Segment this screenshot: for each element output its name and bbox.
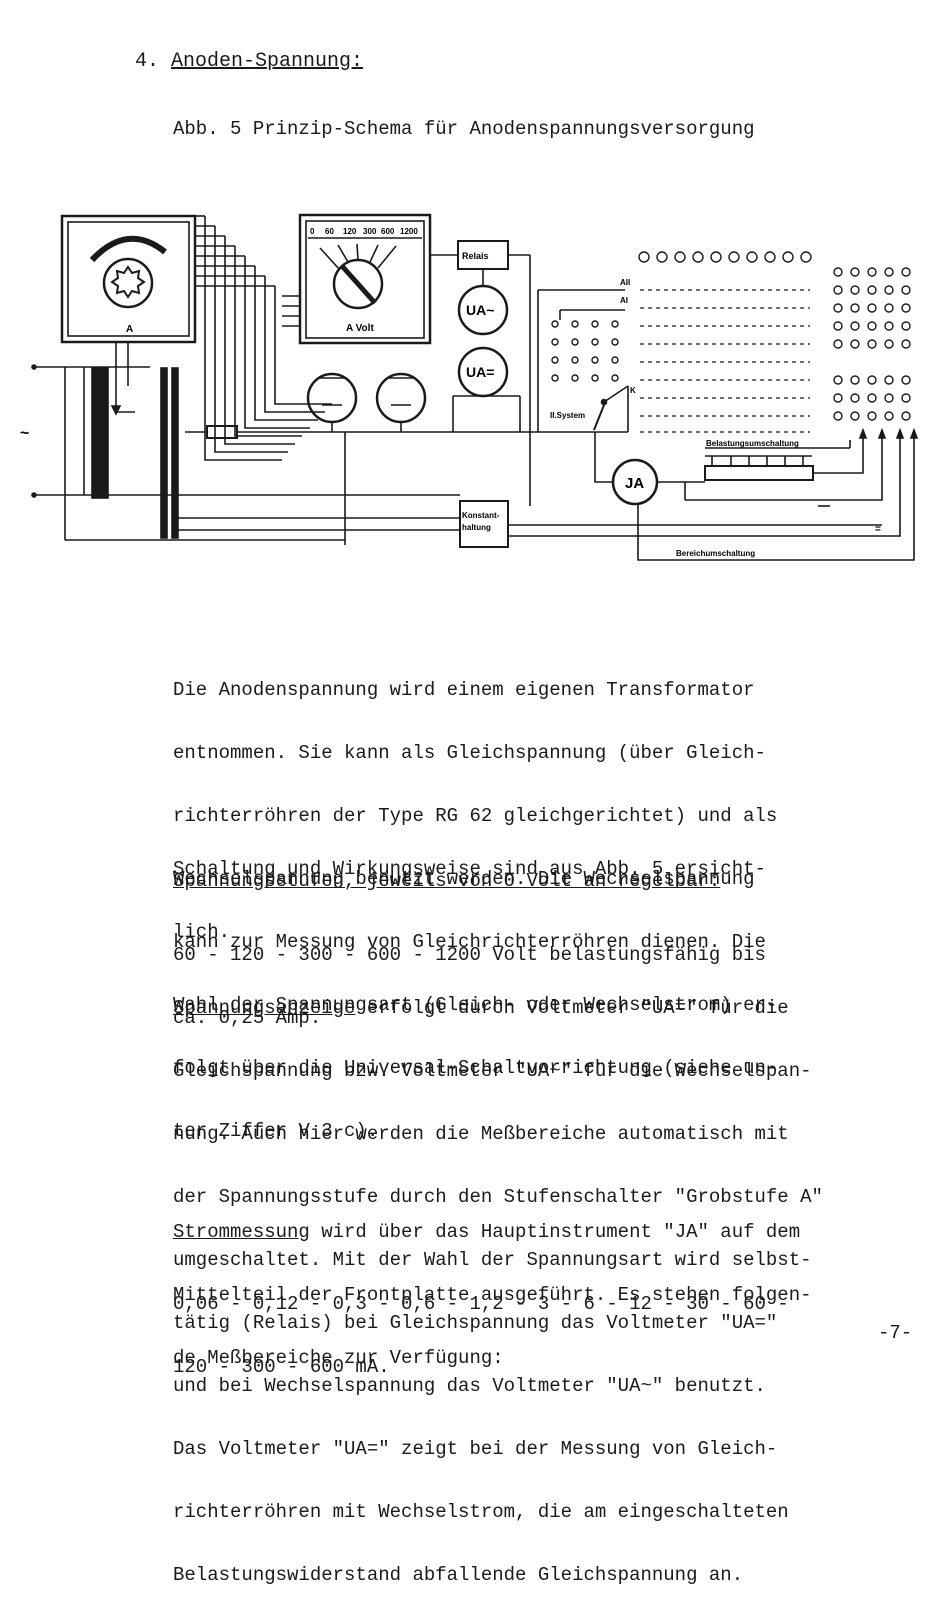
dc-symbol: = [875, 524, 881, 535]
voltage-steps-heading: Spannungsstufen, jeweils von 0 Volt an r… [173, 870, 721, 892]
text-line: Mittelteil der Frontplatte ausgeführt. E… [173, 1284, 812, 1306]
text-line: 60 - 120 - 300 - 600 - 1200 Volt belastu… [173, 944, 766, 966]
text-span: wird über das Hauptinstrument "JA" auf d… [309, 1221, 801, 1243]
text-line: tätig (Relais) bei Gleichspannung das Vo… [173, 1312, 778, 1334]
tap-k-label: K [630, 386, 636, 395]
coarse-knob-label: A [126, 324, 133, 335]
text-line: nung. Auch hier werden die Meßbereiche a… [173, 1123, 789, 1145]
paragraph-voltage-steps: 60 - 120 - 300 - 600 - 1200 Volt belastu… [173, 903, 918, 1050]
scale-label-120: 120 [343, 227, 357, 236]
ac-symbol: ~ [20, 425, 29, 442]
range-switch-label: Bereichumschaltung [676, 549, 755, 558]
current-measure-lead: Strommessung [173, 1221, 310, 1243]
text-line: richterröhren der Type RG 62 gleichgeric… [173, 805, 778, 827]
text-line: Spannungsanzeige erfolgt durch Voltmeter… [173, 998, 918, 1019]
figure-caption: Abb. 5 Prinzip-Schema für Anodenspannung… [173, 118, 755, 140]
text-line: Wechselspannung benutzt werden. Die Wech… [173, 868, 755, 890]
text-line: Gleichspannung bzw. Voltmeter "UA~" für … [173, 1060, 812, 1082]
text-line: entnommen. Sie kann als Gleichspannung (… [173, 742, 766, 764]
meter-current-label: JA [625, 475, 644, 492]
paragraph-current-ranges: 0,06 - 0,12 - 0,3 - 0,6 - 1,2 - 3 - 6 - … [173, 1252, 918, 1399]
text-line: der Spannungsstufe durch den Stufenschal… [173, 1186, 823, 1208]
section-title: Anoden-Spannung: [171, 50, 364, 73]
text-line: Schaltung und Wirkungsweise sind aus Abb… [173, 858, 766, 880]
text-line: Wahl der Spannungsart (Gleich- oder Wech… [173, 994, 778, 1016]
page-number: -7- [878, 1322, 913, 1344]
text-line: richterröhren mit Wechselstrom, die am e… [173, 1501, 789, 1523]
paragraph-schematic-ref: Schaltung und Wirkungsweise sind aus Abb… [173, 817, 918, 964]
section-number: 4. [135, 50, 160, 73]
scale-label-0: 0 [310, 227, 315, 236]
voltmeter-panel-label: A Volt [346, 323, 374, 334]
load-switch-label: Belastungsumschaltung [706, 439, 799, 448]
text-line: ca. 0,25 Amp. [173, 1007, 322, 1029]
relay-label: Relais [462, 251, 489, 261]
constant-hold-label-1: Konstant- [462, 511, 500, 520]
text-line: Strommessung wird über das Hauptinstrume… [173, 1222, 918, 1243]
text-line: 120 - 300 - 600 mA. [173, 1356, 390, 1378]
text-line: kann zur Messung von Gleichrichterröhren… [173, 931, 766, 953]
text-line: folgt über die Universal-Schaltvorrichtu… [173, 1057, 778, 1079]
system-label: II.System [550, 411, 585, 420]
text-line: Das Voltmeter "UA=" zeigt bei der Messun… [173, 1438, 778, 1460]
tap-a1-label: AI [620, 296, 628, 305]
scale-label-300: 300 [363, 227, 377, 236]
scale-label-600: 600 [381, 227, 395, 236]
text-line: umgeschaltet. Mit der Wahl der Spannungs… [173, 1249, 812, 1271]
text-line: de Meßbereiche zur Verfügung: [173, 1347, 504, 1369]
constant-hold-label-2: haltung [462, 523, 491, 532]
text-line: Die Anodenspannung wird einem eigenen Tr… [173, 679, 755, 701]
section-heading: 4. Anoden-Spannung: [135, 50, 363, 73]
text-line: Belastungswiderstand abfallende Gleichsp… [173, 1564, 744, 1586]
text-line: lich. [173, 921, 231, 943]
text-span: erfolgt durch Voltmeter "UA=" für die [355, 997, 789, 1019]
meter-dc-label: UA= [466, 364, 494, 380]
circuit-schematic: A A Volt 0 60 120 300 600 1200 Relais UA… [20, 213, 919, 561]
paragraph-current-measure: Strommessung wird über das Hauptinstrume… [173, 1180, 918, 1390]
scale-label-1200: 1200 [400, 227, 418, 236]
paragraph-transformer: Die Anodenspannung wird einem eigenen Tr… [173, 638, 918, 1163]
voltage-display-lead: Spannungsanzeige [173, 997, 356, 1019]
meter-ac-label: UA~ [466, 302, 494, 318]
scale-label-60: 60 [325, 227, 334, 236]
tap-a2-label: AII [620, 278, 630, 287]
text-line: ter Ziffer V 3 c). [173, 1120, 379, 1142]
text-line: 0,06 - 0,12 - 0,3 - 0,6 - 1,2 - 3 - 6 - … [173, 1293, 789, 1315]
